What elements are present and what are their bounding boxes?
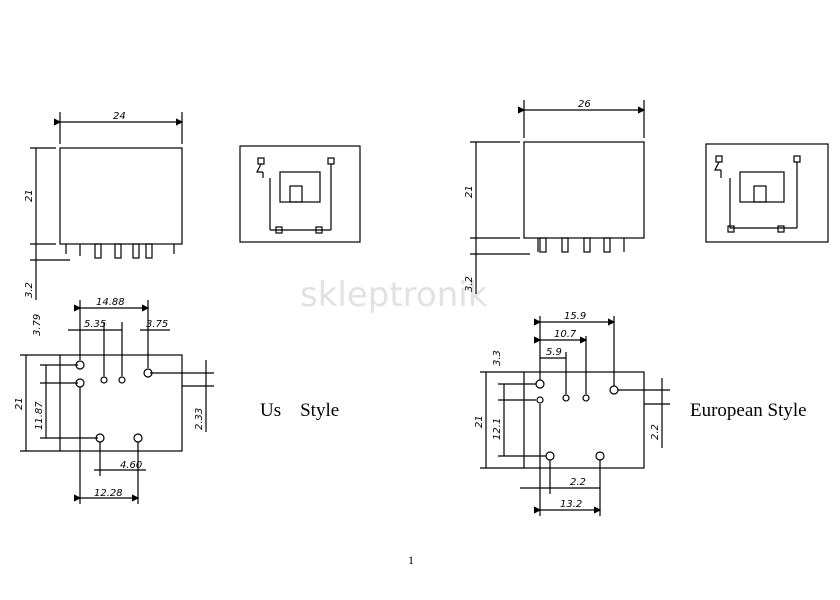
european-side-view xyxy=(470,100,646,294)
european-pin-layout xyxy=(480,316,670,516)
european-rows-height-dim: 21 xyxy=(474,415,485,428)
us-right-offset-dim: 2.33 xyxy=(194,408,205,430)
european-bottom-a-dim: 2.2 xyxy=(570,477,586,488)
us-top-offset-dim: 3.79 xyxy=(32,314,43,336)
european-top-offset-dim: 3.3 xyxy=(492,350,503,366)
european-bottom-b-dim: 13.2 xyxy=(560,499,582,510)
european-width-dim: 26 xyxy=(578,99,591,110)
us-pin-length-dim: 3.2 xyxy=(24,282,35,298)
us-height-dim: 21 xyxy=(24,189,35,202)
us-bottom-a-dim: 4.60 xyxy=(120,460,142,471)
us-style-label: Us Style xyxy=(260,400,339,421)
us-bottom-b-dim: 12.28 xyxy=(94,488,123,499)
us-pin-a-dim: 5.35 xyxy=(84,319,106,330)
us-row-gap-dim: 11.87 xyxy=(34,401,45,430)
us-schematic xyxy=(239,145,361,243)
european-pin-length-dim: 3.2 xyxy=(464,276,475,292)
page-number: 1 xyxy=(408,553,414,567)
watermark: skleptronik xyxy=(300,275,488,315)
us-pin-layout xyxy=(20,300,214,504)
european-schematic xyxy=(705,143,829,243)
us-pin-span-dim: 14.88 xyxy=(96,297,125,308)
european-right-offset-dim: 2.2 xyxy=(650,424,661,440)
european-pin-a-dim: 10.7 xyxy=(554,329,577,340)
european-row-gap-dim: 12.1 xyxy=(492,418,503,440)
us-width-dim: 24 xyxy=(113,111,126,122)
us-pin-b-dim: 3.75 xyxy=(146,319,168,330)
european-pin-span-dim: 15.9 xyxy=(564,311,586,322)
us-rows-height-dim: 21 xyxy=(14,397,25,410)
european-style-label: European Style xyxy=(690,400,807,421)
european-pin-b-dim: 5.9 xyxy=(546,347,562,358)
us-side-view xyxy=(30,112,184,300)
european-height-dim: 21 xyxy=(464,185,475,198)
